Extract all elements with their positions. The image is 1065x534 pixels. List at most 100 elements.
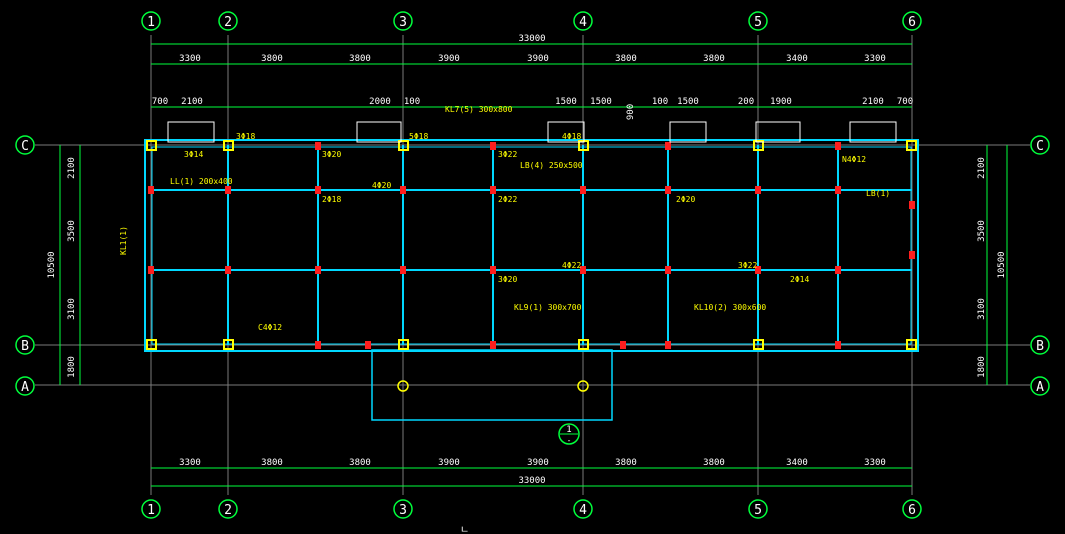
- beam-label: KL10(2) 300x600: [694, 303, 766, 312]
- dim-span: 3800: [261, 458, 283, 468]
- dim-opening: 2100: [181, 97, 203, 107]
- dim-opening: 2100: [862, 97, 884, 107]
- axis-label: 1: [147, 503, 155, 518]
- dim-span: 3300: [864, 54, 886, 64]
- column-marker: [400, 266, 406, 274]
- column: [578, 339, 589, 350]
- axis-label: 5: [754, 15, 762, 30]
- beam-label: LL(1) 200x400: [170, 177, 233, 186]
- dim-span: 3900: [438, 54, 460, 64]
- beam-label: 3Φ20: [322, 150, 341, 159]
- column-marker: [490, 186, 496, 194]
- entry-column: [577, 380, 589, 392]
- dim-span: 3900: [527, 54, 549, 64]
- axis-label: 1: [147, 15, 155, 30]
- axis-bubble: [748, 11, 768, 31]
- axis-bubble: [15, 376, 35, 396]
- column-marker: [315, 341, 321, 349]
- dim-span: 3800: [349, 54, 371, 64]
- axis-label: A: [1036, 380, 1044, 395]
- column-marker: [490, 142, 496, 150]
- opening-box: [849, 121, 897, 143]
- beam-label: 3Φ22: [738, 261, 757, 270]
- dim-span-left: 3100: [67, 298, 77, 320]
- column-marker: [665, 186, 671, 194]
- column-marker: [755, 266, 761, 274]
- column-marker: [490, 341, 496, 349]
- dim-opening: 900: [626, 104, 636, 120]
- column-marker: [665, 266, 671, 274]
- axis-label: 4: [579, 15, 587, 30]
- dim-span: 3900: [438, 458, 460, 468]
- opening-box: [167, 121, 215, 143]
- column-marker: [225, 186, 231, 194]
- opening-box: [755, 121, 801, 143]
- column: [223, 339, 234, 350]
- dim-span-left: 2100: [67, 157, 77, 179]
- axis-label: 3: [399, 503, 407, 518]
- axis-bubbles-top: 1 2 3 4 5 6: [141, 11, 922, 31]
- axis-label: 2: [224, 15, 232, 30]
- dim-span-right: 1800: [977, 356, 987, 378]
- column-marker: [665, 142, 671, 150]
- axis-label: C: [21, 139, 29, 154]
- axis-bubble: [141, 499, 161, 519]
- column-marker: [148, 266, 154, 274]
- axis-label: 4: [579, 503, 587, 518]
- axis-label: 3: [399, 15, 407, 30]
- beam-label: KL7(5) 300x800: [445, 105, 513, 114]
- column-marker: [315, 266, 321, 274]
- axis-label: 2: [224, 503, 232, 518]
- axis-label: C: [1036, 139, 1044, 154]
- beam-label: 3Φ20: [498, 275, 517, 284]
- drawing-title: ㄴ: [460, 525, 469, 534]
- column: [146, 339, 157, 350]
- section-label-top: 1: [566, 425, 571, 435]
- column-marker: [315, 186, 321, 194]
- dim-span: 3800: [261, 54, 283, 64]
- axis-bubble: [15, 335, 35, 355]
- opening-box: [669, 121, 707, 143]
- axis-bubble: [573, 11, 593, 31]
- dim-opening: 700: [897, 97, 913, 107]
- dim-total-bottom: 33000: [518, 476, 545, 486]
- axis-label: A: [21, 380, 29, 395]
- column: [906, 339, 917, 350]
- beam-label: 3Φ14: [184, 150, 203, 159]
- beam-label: N4Φ12: [842, 155, 866, 164]
- axis-bubble: [1030, 335, 1050, 355]
- column-marker: [365, 341, 371, 349]
- dim-opening: 100: [404, 97, 420, 107]
- column-marker: [835, 341, 841, 349]
- dim-span: 3800: [615, 458, 637, 468]
- column-marker: [400, 186, 406, 194]
- entry-columns: [397, 380, 589, 392]
- axis-bubble: [393, 11, 413, 31]
- column-marker: [755, 186, 761, 194]
- beam-label: KL9(1) 300x700: [514, 303, 582, 312]
- red-markers: [148, 142, 915, 349]
- axis-label: B: [21, 339, 29, 354]
- column: [146, 140, 157, 151]
- opening-box: [356, 121, 402, 143]
- axis-label: 6: [908, 15, 916, 30]
- opening-boxes: [167, 121, 897, 143]
- axis-label: 6: [908, 503, 916, 518]
- axis-label: 5: [754, 503, 762, 518]
- axis-bubble: [902, 11, 922, 31]
- dim-total-right: 10500: [997, 251, 1007, 278]
- column-marker: [580, 266, 586, 274]
- beam-label: LB(1): [866, 189, 890, 198]
- column-marker: [315, 142, 321, 150]
- outer-beam: [144, 139, 919, 352]
- axis-bubbles-sides: C B A C B A: [15, 135, 1050, 396]
- axis-bubble: [218, 499, 238, 519]
- dimension-lines: [59, 43, 1008, 487]
- beam-annotations: KL7(5) 300x800 3Φ18 4Φ18 5Φ18 3Φ14 3Φ20 …: [119, 105, 890, 332]
- column: [906, 140, 917, 151]
- dim-opening: 1500: [590, 97, 612, 107]
- axis-label: B: [1036, 339, 1044, 354]
- entry-canopy: [371, 349, 613, 421]
- column-marker: [580, 186, 586, 194]
- column-marker: [490, 266, 496, 274]
